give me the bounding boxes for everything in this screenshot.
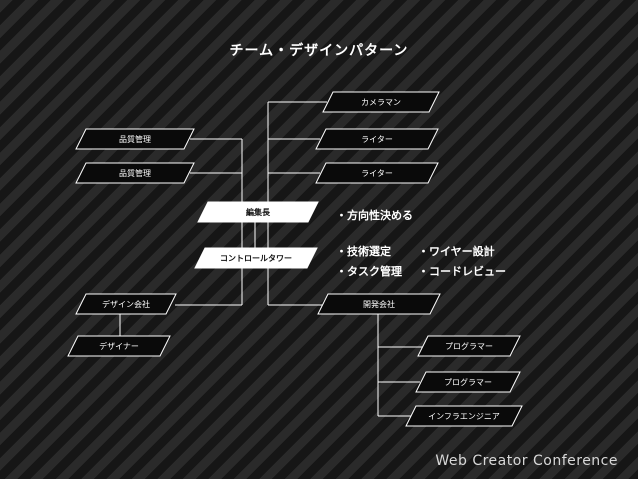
node-shape-writer1 [315, 128, 439, 150]
node-dev-company: 開発会社 [363, 299, 395, 309]
note-tech-selection: ・技術選定 [336, 245, 391, 258]
node-writer-2: ライター [361, 168, 393, 178]
node-programmer-1: プログラマー [445, 341, 493, 351]
node-shape-design-company [75, 293, 177, 315]
node-shape-camera [322, 91, 440, 113]
node-writer-1: ライター [361, 134, 393, 144]
node-shape-qa1 [75, 128, 195, 150]
node-designer: デザイナー [99, 341, 139, 351]
node-programmer-2: プログラマー [444, 377, 492, 387]
node-shape-dev-company [317, 293, 441, 315]
node-shape-qa2 [75, 162, 195, 184]
node-shape-infra [405, 405, 523, 427]
node-design-company: デザイン会社 [102, 299, 150, 309]
node-quality-control-2: 品質管理 [119, 168, 151, 178]
note-wireframe-design: ・ワイヤー設計 [418, 245, 495, 258]
node-quality-control-1: 品質管理 [119, 134, 151, 144]
node-shape-writer2 [315, 162, 439, 184]
node-infra-engineer: インフラエンジニア [428, 411, 500, 421]
node-editor-in-chief: 編集長 [246, 207, 270, 217]
note-task-management: ・タスク管理 [336, 265, 402, 278]
node-shape-programmer1 [417, 335, 521, 357]
conference-watermark: Web Creator Conference [435, 453, 618, 469]
node-control-tower: コントロールタワー [220, 253, 292, 263]
note-direction: ・方向性決める [336, 209, 413, 222]
node-shape-editor [197, 201, 319, 223]
node-shape-programmer2 [415, 371, 521, 393]
node-camera: カメラマン [361, 97, 401, 107]
node-shape-designer [67, 335, 171, 357]
note-code-review: ・コードレビュー [418, 265, 506, 278]
diagram-title: チーム・デザインパターン [229, 43, 409, 59]
connector-lines [119, 101, 423, 417]
node-shape-control [194, 247, 318, 269]
